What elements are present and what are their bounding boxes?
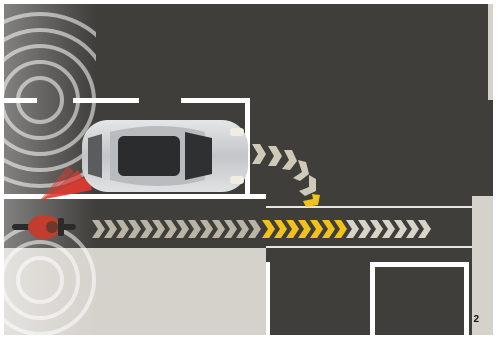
figure-number: 2 [473, 314, 479, 325]
car [82, 120, 248, 192]
sidewalk-top-right [488, 4, 493, 100]
sensor-mask-right [96, 4, 266, 98]
